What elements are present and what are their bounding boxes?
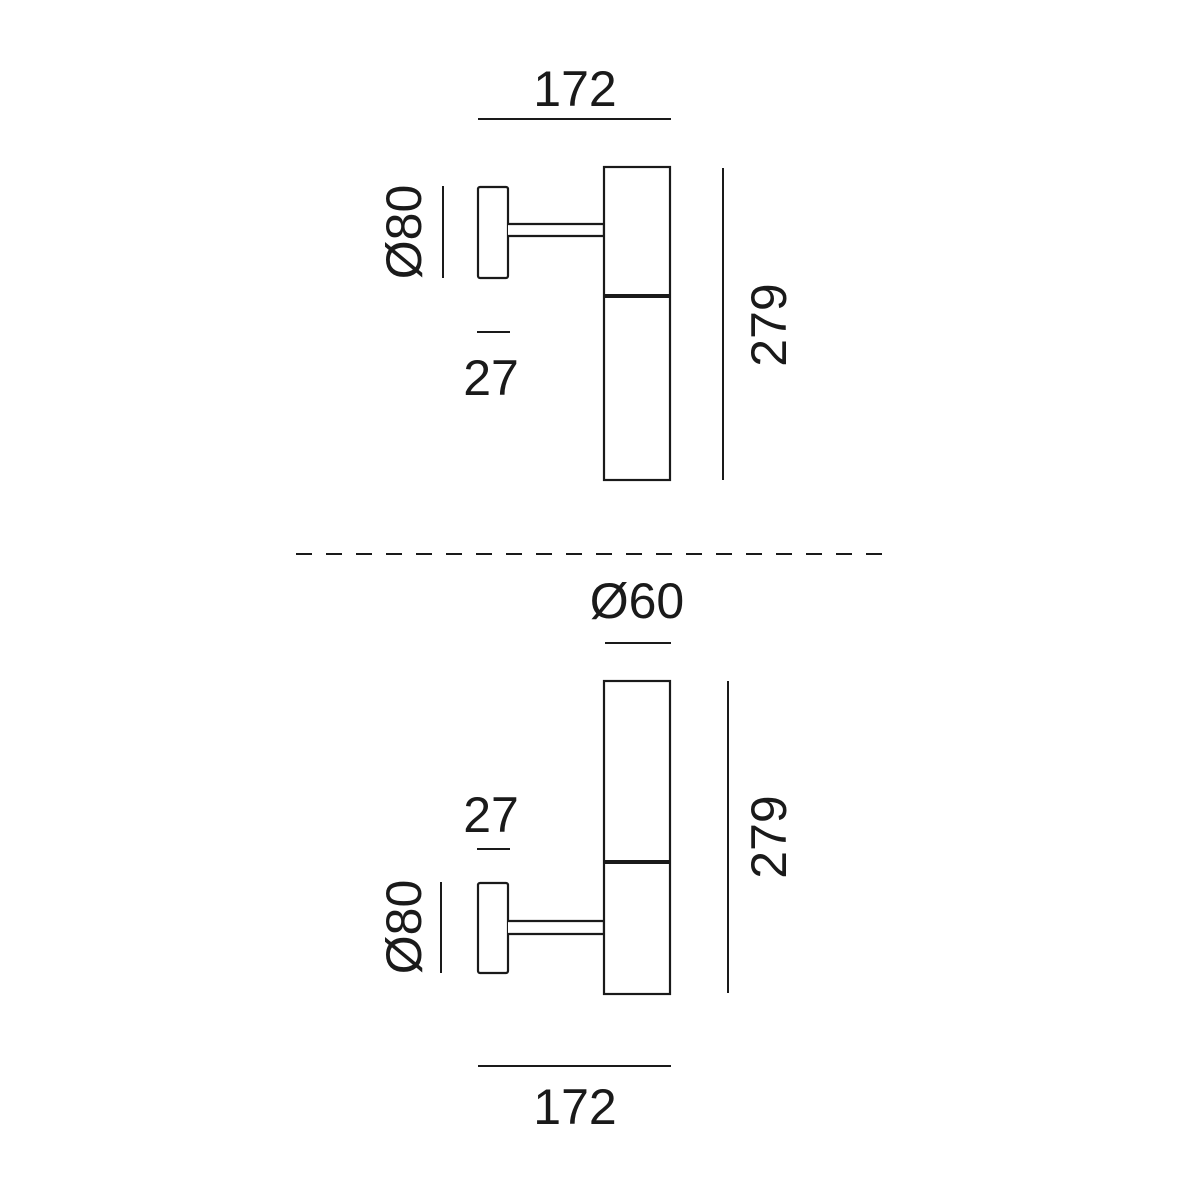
bottom-wall-plate (476, 881, 510, 975)
top-wall-plate (476, 185, 510, 280)
top-height-label: 279 (741, 283, 797, 366)
bottom-view: Ø60 27 Ø80 279 172 (376, 573, 797, 1135)
bottom-diameter-label: Ø60 (590, 573, 685, 629)
bottom-arm (508, 919, 606, 936)
top-width-label: 172 (533, 61, 616, 117)
top-view: 172 Ø80 27 279 (376, 61, 797, 482)
top-plate-depth-label: 27 (463, 350, 519, 406)
top-arm (508, 222, 606, 238)
bottom-width-label: 172 (533, 1079, 616, 1135)
bottom-plate-depth-label: 27 (463, 787, 519, 843)
top-plate-diameter-label: Ø80 (376, 185, 432, 280)
bottom-height-label: 279 (741, 795, 797, 878)
bottom-plate-diameter-label: Ø80 (376, 880, 432, 975)
top-lamp-body (602, 165, 672, 482)
bottom-lamp-body (602, 679, 672, 996)
